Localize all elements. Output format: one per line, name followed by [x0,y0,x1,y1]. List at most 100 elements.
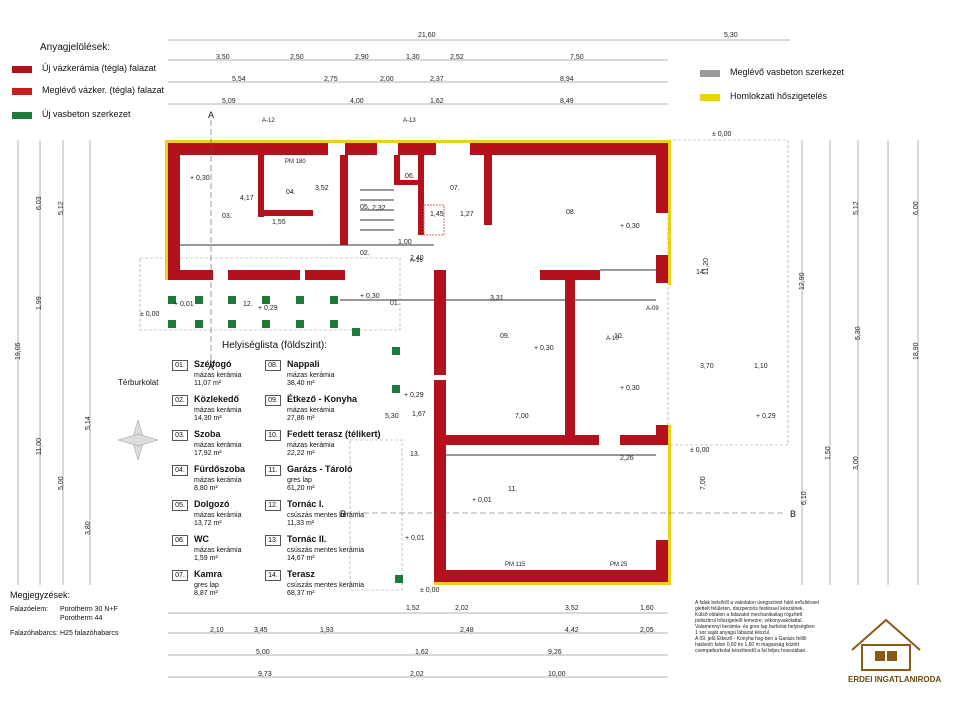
room-number: 09. [265,395,281,406]
room-name: Terasz [287,569,315,579]
plan-room-tag: 05. [360,204,370,211]
level-mark: + 0,01 [174,301,194,308]
note-line: A falak belsőről a vakolaton üvegszövet … [695,600,819,606]
door-label: A-10 [606,336,619,342]
room-name: Tornác I. [287,499,324,509]
dimension-inner: 1,00 [398,239,412,246]
dimension-inner: 3,31 [490,295,504,302]
dimension-bottom: 1,52 [406,605,420,612]
insulation [165,140,671,585]
note-line: csempeburkolat készítendő a fal teljes h… [695,648,807,654]
dimension-inner: 7,00 [515,413,529,420]
dimension-inner: 1,67 [412,411,426,418]
door-label: A-13 [403,118,416,124]
level-mark: + 0,30 [620,223,640,230]
room-name: Közlekedő [194,394,240,404]
room-number: 03. [172,430,188,441]
plan-room-tag: 09. [500,333,510,340]
dimension-bottom: 2,48 [460,627,474,634]
dimension-left: 3,80 [85,521,92,535]
dimension-top: 3,50 [216,54,230,61]
room-area: 17,92 m² [194,450,222,457]
dimension-top: 2,00 [380,76,394,83]
dimension-top: 2,52 [450,54,464,61]
room-number: 11. [265,465,281,476]
dimension-inner: 3,70 [700,363,714,370]
room-material: mázas kerámia [194,512,242,519]
plan-room-tag: 01. [390,300,400,307]
dimension-top: 5,54 [232,76,246,83]
mortar-label: Falazóhabarcs: [10,630,58,637]
room-number: 06. [172,535,188,546]
logo-icon [851,618,921,671]
section-mark: B [790,509,796,519]
room-name: Tornác II. [287,534,327,544]
level-mark: ± 0,00 [712,131,732,138]
plan-room-tag: 14. [696,269,706,276]
plan-room-tag: 02. [360,250,370,257]
dimension-bottom: 1,93 [320,627,334,634]
dimension-bottom: 2,05 [640,627,654,634]
terburkolat-label: Térburkolat [118,378,159,387]
dimension-inner: 2,26 [620,455,634,462]
room-area: 61,20 m² [287,485,315,492]
legend-swatch [12,112,32,119]
dimension-top: 8,49 [560,98,574,105]
plan-room-tag: 03. [222,213,232,220]
room-area: 14,67 m² [287,555,315,562]
room-area: 14,30 m² [194,415,222,422]
kamra-tile [423,204,445,236]
room-name: Nappali [287,359,320,369]
dimension-inner: 2,32 [372,205,386,212]
door-label: A-09 [646,306,659,312]
room-material: mázas kerámia [194,407,242,414]
room-number: 04. [172,465,188,476]
plan-room-tag: 06. [405,173,415,180]
section-mark: A [208,110,214,120]
level-mark: + 0,30 [360,293,380,300]
logo-text: ERDEI INGATLANIRODA [848,675,942,684]
dimension-left: 11,00 [36,438,43,455]
note-line: polisztirol hőszigetelő lemezre, vékonyv… [695,618,803,624]
dimension-bottom: 2,02 [410,671,424,678]
legend-label: Új vázkerámia (tégla) falazat [42,63,157,73]
room-material: mázas kerámia [194,372,242,379]
room-name: Dolgozó [194,499,230,509]
dimension-bottom: 9,26 [548,649,562,656]
room-material: mázas kerámia [287,372,335,379]
plan-room-tag: 04. [286,189,296,196]
mortar-value: H25 falazóhabarcs [60,630,119,637]
note-line: határoló falon 0,60 és 1,60 m magasság k… [695,642,799,648]
wall-value-1: Porotherm 30 N+F [60,606,118,613]
room-name: Étkező - Konyha [287,394,358,404]
room-number: 14. [265,570,281,581]
dimension-bottom: 4,42 [565,627,579,634]
room-material: csúszás mentes kerámia [287,512,365,519]
legend-title: Anyagjelölések: [40,42,111,53]
dimension-inner: 3,52 [315,185,329,192]
room-name: Kamra [194,569,223,579]
dimension-left: 5,00 [58,476,65,490]
room-number: 13. [265,535,281,546]
room-material: mázas kerámia [287,442,335,449]
dimension-bottom: 1,62 [415,649,429,656]
dimension-inner: 1,10 [754,363,768,370]
interior-lines [180,189,656,456]
room-name: Szélfogó [194,359,232,369]
level-mark: + 0,29 [756,413,776,420]
plan-room-tag: 11. [508,486,517,493]
dimension-inner: 5,30 [385,413,399,420]
room-area: 8,80 m² [194,485,218,492]
room-area: 8,87 m² [194,590,218,597]
dimension-left: 6,03 [36,196,43,210]
dimension-right: 3,00 [853,456,860,470]
dimension-top: 1,62 [430,98,444,105]
room-material: mázas kerámia [287,407,335,414]
door-label: A-12 [262,118,275,124]
notes-right: A falak belsőről a vakolaton üvegszövet … [695,600,845,654]
room-area: 22,22 m² [287,450,315,457]
dimension-right: 1,50 [825,446,832,460]
dimension-top: 2,75 [324,76,338,83]
section-mark: A [208,362,214,372]
